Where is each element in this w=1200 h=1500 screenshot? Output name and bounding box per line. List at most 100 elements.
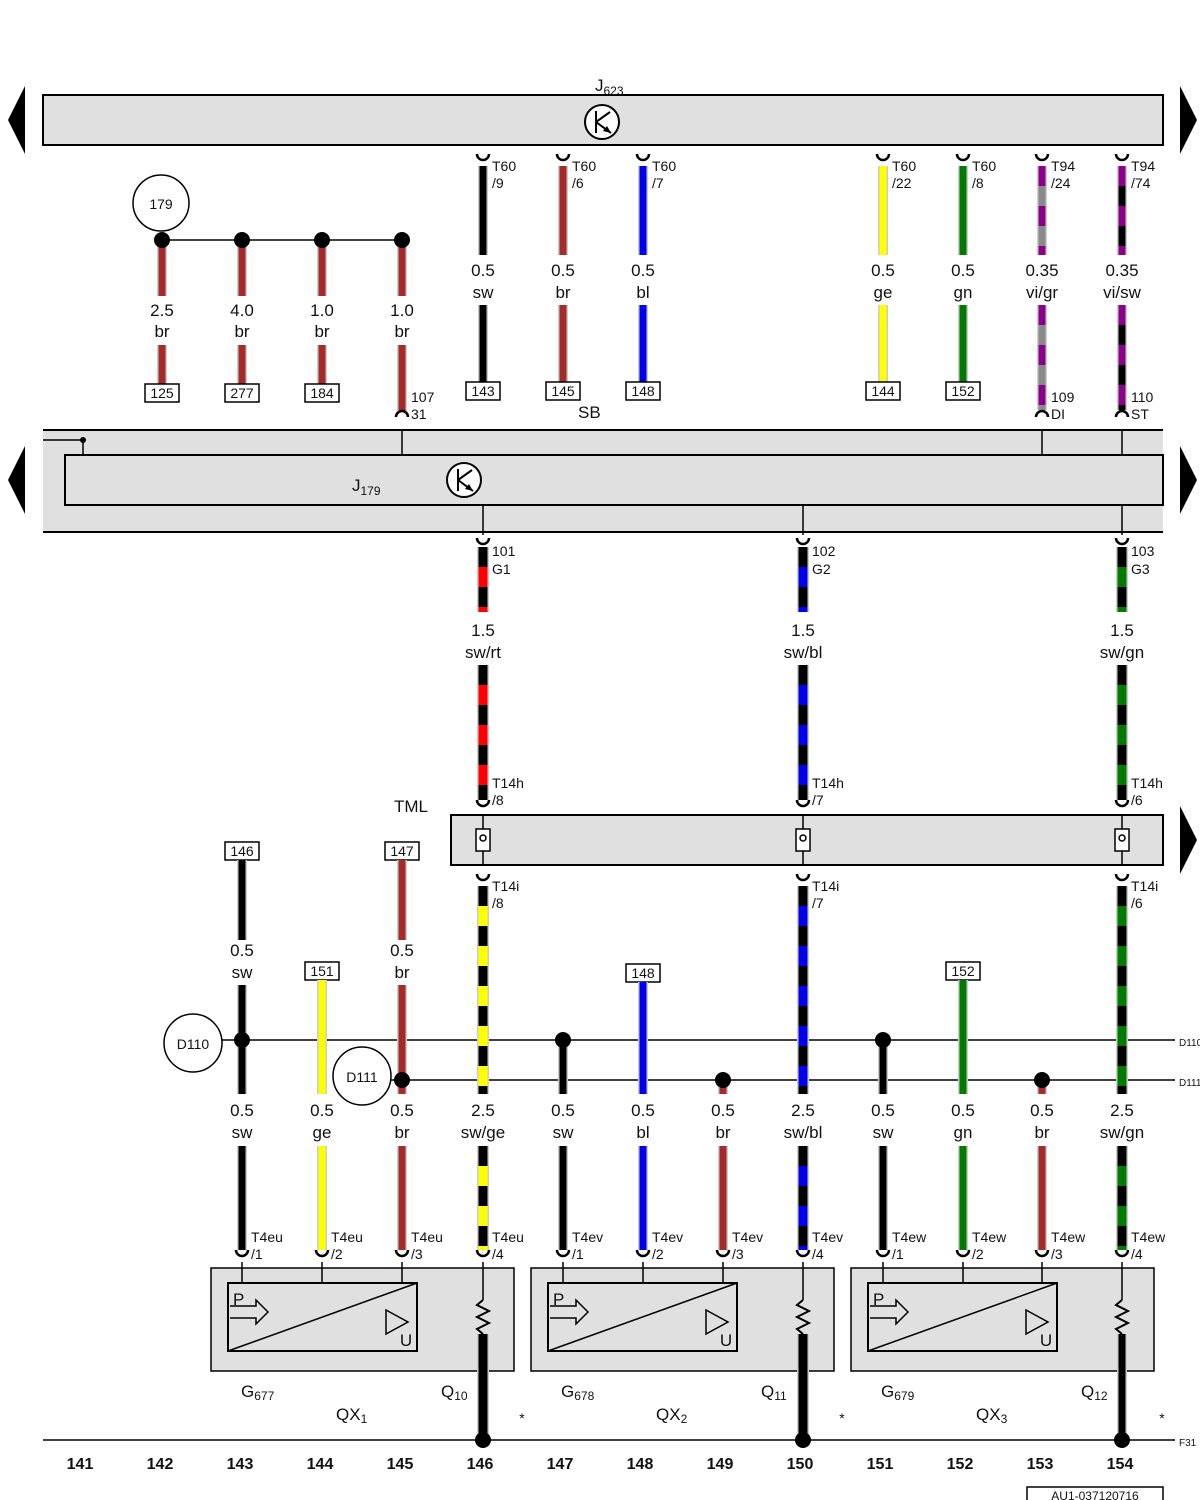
mid-wire-2-upper-stripe bbox=[1117, 607, 1127, 612]
bottom-wire-11-lower bbox=[1117, 1146, 1127, 1250]
d110-label: D110 bbox=[177, 1036, 210, 1052]
bus-junction-dot bbox=[154, 232, 170, 248]
tml-passthrough-icon bbox=[1114, 828, 1130, 852]
valve-1-label: Q11 bbox=[761, 1382, 787, 1403]
bottom-wire-5-terminal-pin: /2 bbox=[652, 1246, 664, 1262]
bottom-wire-11-upper-stripe bbox=[1117, 906, 1127, 926]
d111-right-label: D111 bbox=[1179, 1078, 1200, 1089]
bottom-wire-7-upper-stripe bbox=[798, 906, 808, 926]
bottom-wire-8-terminal-pin: /1 bbox=[892, 1246, 904, 1262]
top-wire-0-lower bbox=[479, 305, 487, 382]
mid-wire-2-tml-in-conn: T14h bbox=[1131, 775, 1163, 791]
top-wire-4-size: 0.5 bbox=[951, 261, 975, 280]
mid-wire-0-size: 1.5 bbox=[471, 621, 495, 640]
bottom-wire-7-upper-stripe bbox=[798, 1026, 808, 1046]
column-number: 146 bbox=[467, 1456, 494, 1473]
arrow-right-icon bbox=[550, 1298, 590, 1326]
bottom-wire-9-terminal-pin: /2 bbox=[972, 1246, 984, 1262]
terminal-icon bbox=[475, 873, 491, 882]
bottom-wire-11-terminal-pin: /4 bbox=[1131, 1246, 1143, 1262]
top-wire-2-conn: T60 bbox=[652, 158, 676, 174]
mid-wire-0-lower-stripe bbox=[478, 725, 488, 745]
bottom-wire-1-size: 0.5 bbox=[310, 1101, 334, 1120]
bottom-wire-7-lower-stripe bbox=[798, 1246, 808, 1250]
labels-layer: T60/90.5sw143T60/60.5br145T60/70.5bl148T… bbox=[67, 158, 1166, 1473]
bottom-wire-2-color: br bbox=[394, 1123, 409, 1142]
mid-wire-0-tml-in-pin: /8 bbox=[492, 792, 504, 808]
d110-junction-dot bbox=[875, 1032, 891, 1048]
upper-ref-3-label: 148 bbox=[631, 965, 655, 981]
bottom-wire-8-size: 0.5 bbox=[871, 1101, 895, 1120]
top-wire-5-conn: T94 bbox=[1051, 158, 1075, 174]
mid-wire-2-color: sw/gn bbox=[1100, 643, 1144, 662]
bottom-wire-0-color: sw bbox=[232, 1123, 254, 1142]
bottom-wire-7-color: sw/bl bbox=[784, 1123, 823, 1142]
bottom-wire-11-lower-stripe bbox=[1117, 1166, 1127, 1186]
top-wire-4-pin: /8 bbox=[972, 175, 984, 191]
bus-wire-0-ref bbox=[144, 383, 180, 403]
bottom-wire-5-lower bbox=[639, 1146, 647, 1250]
bottom-wire-11-terminal-conn: T4ew bbox=[1131, 1229, 1166, 1245]
mid-wire-2-size: 1.5 bbox=[1110, 621, 1134, 640]
connection-179-circle bbox=[132, 174, 190, 232]
bottom-wire-0-lower bbox=[238, 1146, 246, 1250]
top-wire-3-lower bbox=[879, 305, 887, 382]
bottom-wire-11-size: 2.5 bbox=[1110, 1101, 1134, 1120]
ground-label: F31 bbox=[1179, 1438, 1197, 1449]
mid-wire-2-tml-out-conn: T14i bbox=[1131, 878, 1158, 894]
terminal-icon bbox=[555, 153, 571, 162]
terminal-icon bbox=[475, 537, 491, 546]
tml-passthrough-icon bbox=[795, 828, 811, 852]
terminal-icon bbox=[475, 153, 491, 162]
mid-wire-2-lower-stripe bbox=[1117, 685, 1127, 705]
column-number: 149 bbox=[707, 1456, 734, 1473]
amplifier-icon bbox=[1025, 1308, 1050, 1336]
bottom-wire-1-terminal-pin: /2 bbox=[331, 1246, 343, 1262]
bus-wire-3-ref-sig: 31 bbox=[411, 406, 427, 422]
bottom-wire-5-size: 0.5 bbox=[631, 1101, 655, 1120]
group-1-star: * bbox=[839, 1410, 845, 1426]
terminal-icon bbox=[1034, 1249, 1050, 1258]
column-number: 144 bbox=[307, 1456, 334, 1473]
bottom-wire-6-terminal-conn: T4ev bbox=[732, 1229, 763, 1245]
top-wire-4-upper bbox=[959, 166, 967, 255]
bottom-wire-0-top bbox=[238, 860, 246, 940]
continues-left-arrow bbox=[8, 446, 25, 514]
j623-label: J623 bbox=[595, 76, 624, 98]
valve-ground-wire bbox=[478, 1334, 488, 1440]
mid-wire-1-color: sw/bl bbox=[784, 643, 823, 662]
bus-wire-3-color: br bbox=[394, 322, 409, 341]
top-wire-6-lower-stripe bbox=[1118, 325, 1126, 345]
bottom-wire-3-upper-stripe bbox=[478, 986, 488, 1006]
d110-right-label: D110 bbox=[1179, 1038, 1200, 1049]
j179-module bbox=[64, 454, 1164, 506]
top-wire-1-pin: /6 bbox=[572, 175, 584, 191]
bottom-wire-2-size: 0.5 bbox=[390, 1101, 414, 1120]
top-wire-1-ref bbox=[545, 381, 581, 401]
bottom-wire-11-upper-stripe bbox=[1117, 986, 1127, 1006]
bus-wire-3-lower bbox=[398, 345, 406, 412]
pressure-sensor-0-diagonal bbox=[227, 1282, 418, 1352]
bus-wire-2-color: br bbox=[314, 322, 329, 341]
group-2-star: * bbox=[1159, 1410, 1165, 1426]
bottom-wire-11-lower-stripe bbox=[1117, 1206, 1127, 1226]
pressure-sensor-0-u: U bbox=[400, 1331, 412, 1350]
top-wire-0-upper bbox=[479, 166, 487, 255]
top-wire-6-upper bbox=[1118, 166, 1126, 255]
bottom-wire-8-color: sw bbox=[873, 1123, 895, 1142]
ground-junction-dot bbox=[795, 1432, 811, 1448]
top-wire-2-lower bbox=[639, 305, 647, 382]
pressure-sensor-2-p: P bbox=[873, 1290, 884, 1309]
bottom-wire-10-size: 0.5 bbox=[1030, 1101, 1054, 1120]
top-wire-4-ref bbox=[945, 381, 981, 401]
top-wire-0-ref bbox=[465, 381, 501, 401]
amplifier-icon bbox=[385, 1308, 410, 1336]
bottom-wire-2-upper bbox=[398, 985, 406, 1094]
sb-label: SB bbox=[578, 403, 601, 422]
group-2-label: QX3 bbox=[976, 1405, 1008, 1426]
top-wire-3-ref-label: 144 bbox=[871, 383, 895, 399]
top-wire-5-upper-stripe bbox=[1038, 226, 1046, 246]
mid-wire-0-upper-stripe bbox=[478, 607, 488, 612]
bottom-wire-7-lower-stripe bbox=[798, 1206, 808, 1226]
bus-wire-1-upper bbox=[238, 246, 246, 296]
